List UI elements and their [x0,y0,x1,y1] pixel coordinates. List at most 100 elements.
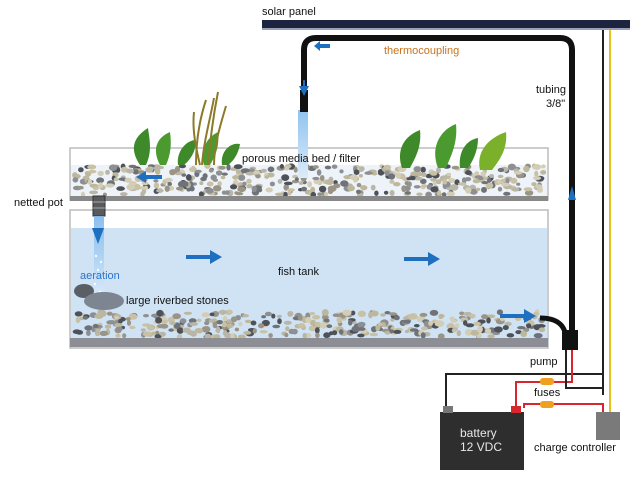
gravel-stone [204,321,210,326]
gravel-stone [287,311,293,317]
gravel-stone [115,326,123,332]
gravel-stone [541,164,546,169]
gravel-stone [126,168,134,174]
gravel-stone [146,168,152,173]
gravel-stone [465,187,472,194]
gravel-stone [128,164,137,168]
gravel-stone [357,333,365,338]
gravel-stone [430,186,439,193]
gravel-stone [358,166,365,172]
gravel-stone [446,172,452,176]
gravel-stone [182,181,189,187]
gravel-stone [155,317,163,324]
gravel-stone [538,327,546,333]
gravel-stone [449,184,459,191]
gravel-stone [78,167,84,173]
gravel-stone [86,330,91,336]
gravel-stone [89,190,99,195]
gravel-stone [469,313,476,319]
gravel-stone [96,177,105,184]
gravel-stone [118,320,123,324]
gravel-stone [141,181,149,186]
flow-arrow-icon [186,250,222,264]
gravel-stone [375,325,381,331]
gravel-stone [318,185,327,193]
gravel-stone [243,331,252,335]
gravel-stone [201,326,211,333]
gravel-stone [113,177,119,182]
gravel-stone [515,330,522,335]
gravel-stone [283,320,292,325]
gravel-stone [316,169,322,176]
gravel-stone [151,331,156,336]
gravel-stone [301,186,307,192]
leaf-icon [479,132,507,170]
gravel-stone [380,313,386,317]
gravel-stone [356,182,362,188]
media-bed-stones [72,163,547,198]
gravel-stone [523,187,533,192]
gravel-stone [93,186,99,190]
gravel-stone [533,311,540,317]
gravel-stone [369,332,379,337]
gravel-stone [140,328,146,332]
gravel-stone [429,309,439,316]
grass-blade-icon [207,91,219,166]
wire-black-pump [565,350,603,389]
gravel-stone [82,315,89,320]
gravel-stone [377,322,383,327]
gravel-stone [226,323,234,329]
charge-controller-label: charge controller [534,442,616,454]
gravel-stone [245,171,255,176]
gravel-stone [88,169,97,174]
gravel-stone [358,174,363,178]
gravel-stone [108,164,118,171]
gravel-stone [240,168,250,174]
gravel-stone [467,329,472,334]
gravel-stone [279,164,284,169]
gravel-stone [319,322,328,329]
gravel-stone [142,331,152,337]
gravel-stone [465,323,475,328]
gravel-stone [313,178,322,185]
gravel-stone [221,172,228,176]
gravel-stone [506,333,515,338]
gravel-stone [221,321,228,328]
gravel-stone [358,327,366,331]
gravel-stone [461,177,467,184]
gravel-stone [421,184,427,188]
gravel-stone [237,186,246,193]
gravel-stone [298,181,304,185]
flow-arrow-icon [92,228,104,244]
gravel-stone [298,323,306,329]
solar-panel [262,20,630,29]
flow-arrow-icon [404,252,440,266]
fuse-icon [540,401,554,408]
gravel-stone [100,310,107,317]
gravel-stone [284,332,289,338]
gravel-stone [185,174,192,181]
gravel-stone [324,165,332,170]
gravel-stone [234,327,240,332]
gravel-stone [442,178,448,185]
gravel-stone [233,164,243,170]
gravel-stone [323,192,329,197]
gravel-stone [332,313,340,318]
gravel-stone [75,316,81,324]
gravel-stone [389,179,395,184]
gravel-stone [176,186,184,191]
gravel-stone [261,319,270,327]
thermocoupling-label: thermocoupling [384,45,460,57]
gravel-stone [87,179,93,185]
gravel-stone [421,326,428,331]
gravel-stone [370,184,376,191]
gravel-stone [98,182,103,189]
gravel-stone [454,323,460,329]
gravel-stone [408,313,418,320]
gravel-stone [199,181,204,186]
gravel-stone [429,171,438,176]
gravel-stone [308,325,317,332]
gravel-stone [388,173,396,180]
gravel-stone [94,330,101,337]
leaf-icon [133,128,150,165]
